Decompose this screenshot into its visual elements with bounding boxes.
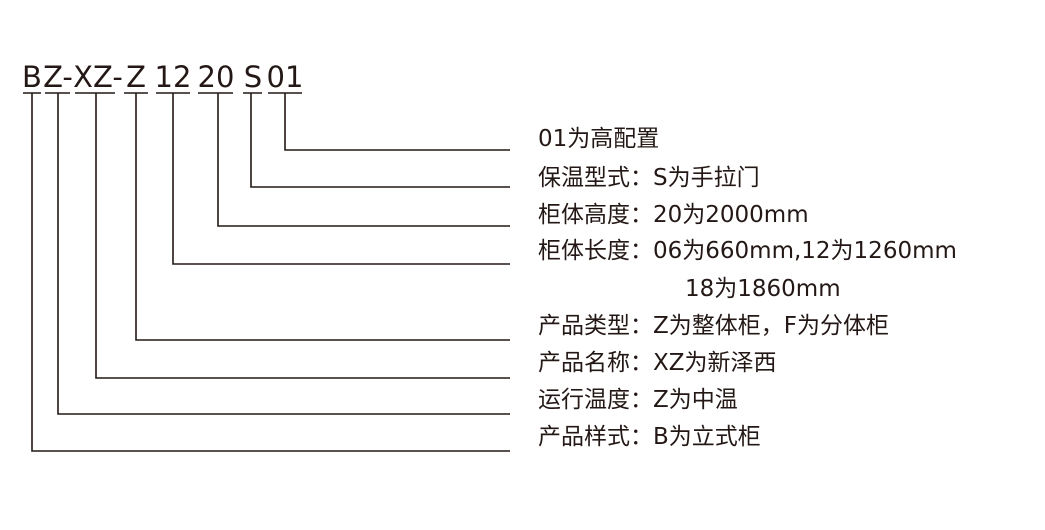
code-b: B [22,60,42,94]
leader-12 [172,93,510,265]
code-12: 12 [155,60,192,94]
code-01: 01 [267,60,304,94]
code-z1: Z- [43,60,73,94]
label-length-cont: 18为1860mm [685,276,841,302]
leader-z2 [135,93,510,341]
label-style: 产品样式：B为立式柜 [538,424,761,450]
code-s: S [244,60,262,94]
label-temperature: 运行温度：Z为中温 [538,387,738,413]
code-20: 20 [198,60,235,94]
label-config: 01为高配置 [538,126,660,152]
leader-xz [95,93,510,379]
code-xz: XZ- [73,60,123,94]
label-length: 柜体长度：06为660mm,12为1260mm [538,238,957,264]
label-product-name: 产品名称：XZ为新泽西 [538,350,777,376]
leader-01 [284,93,510,151]
leader-s [250,93,510,188]
label-height: 柜体高度：20为2000mm [538,202,809,228]
leader-b [31,93,510,452]
leader-20 [217,93,510,227]
label-product-type: 产品类型：Z为整体柜，F为分体柜 [538,313,889,339]
code-z2: Z [126,60,146,94]
label-insulation: 保温型式：S为手拉门 [538,165,760,191]
leader-z1 [57,93,510,415]
